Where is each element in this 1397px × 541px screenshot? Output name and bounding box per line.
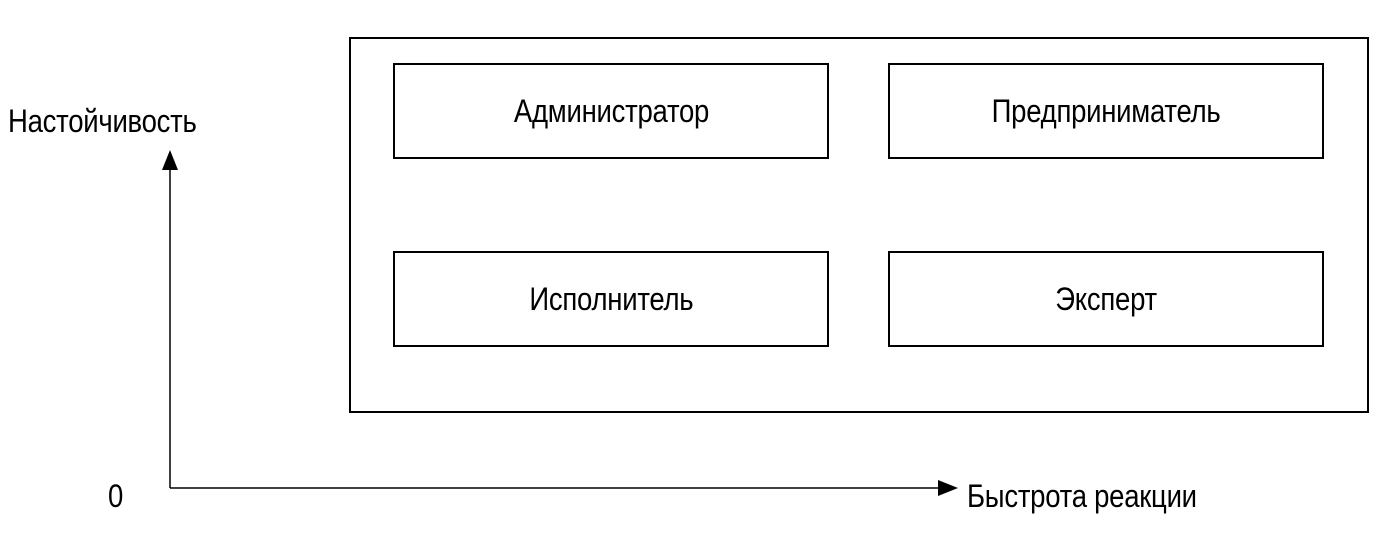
quadrant-label: Эксперт [1055, 281, 1157, 317]
y-axis-arrow-icon [162, 150, 178, 170]
x-axis-arrow-icon [938, 480, 958, 496]
quadrant-entrepreneur: Предприниматель [888, 63, 1324, 159]
quadrant-executor: Исполнитель [393, 251, 829, 347]
quadrant-expert: Эксперт [888, 251, 1324, 347]
x-axis-label: Быстрота реакции [967, 478, 1197, 514]
quadrant-label: Администратор [513, 93, 709, 129]
quadrant-frame [349, 37, 1369, 413]
quadrant-administrator: Администратор [393, 63, 829, 159]
origin-label: 0 [108, 478, 124, 514]
quadrant-label: Исполнитель [528, 281, 694, 317]
quadrant-label: Предприниматель [991, 93, 1221, 129]
y-axis-label: Настойчивость [8, 103, 197, 139]
